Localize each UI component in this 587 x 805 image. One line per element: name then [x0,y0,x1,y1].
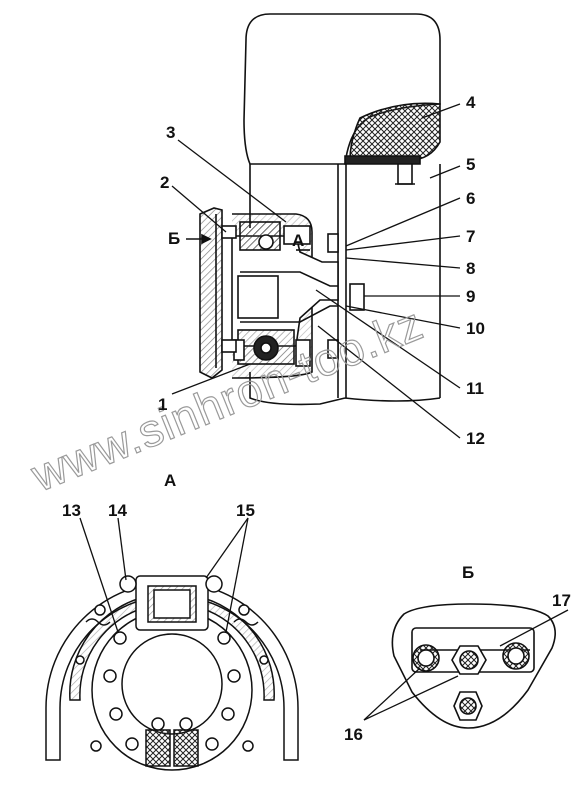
tyre-lower-body [249,164,441,406]
marker-b-label: Б [168,229,180,248]
callout-13: 13 [62,501,81,520]
hub-opening [121,633,223,735]
mounting-bolts [75,604,269,752]
callout-1: 1 [158,395,167,414]
callout-15: 15 [236,501,255,520]
leader-lines-top [171,103,461,439]
callout-11: 11 [466,379,484,398]
callout-9: 9 [466,287,475,306]
rim-flange [344,155,421,165]
tyre-bead-section [349,102,441,161]
hex-nut-bottom [453,691,483,721]
view-b-nut-plate [391,603,556,729]
callout-16: 16 [344,725,363,744]
axle-cap [237,275,279,319]
upper-adjuster [258,234,274,250]
callout-2: 2 [160,173,169,192]
callout-5: 5 [466,155,475,174]
view-a-brake-assembly [45,575,299,771]
callout-3: 3 [166,123,175,142]
adjuster-springs [145,717,199,767]
marker-a-label: А [292,231,304,250]
watermark-text: www.sinhron-too.kz [23,297,430,502]
hex-nut-right [502,642,530,670]
callout-17: 17 [552,591,571,610]
backplate-clamp [221,225,237,239]
section-b-title: Б [462,563,474,582]
rim-bolt [397,164,413,185]
return-spring-left [85,618,111,626]
hex-nut-left [412,644,440,672]
upper-caliper-a [283,225,311,245]
callout-10: 10 [466,319,485,338]
side-section-view [186,13,441,406]
callout-12: 12 [466,429,485,448]
leader-lines-a [79,517,249,633]
callout-7: 7 [466,227,475,246]
return-spring-right [233,618,259,626]
callout-4: 4 [466,93,476,112]
section-a-title: А [164,471,176,490]
hub-bolt-lower [327,339,339,359]
callout-labels: 3 2 Б А 1 4 5 6 7 8 9 10 11 12 А 13 14 1… [62,93,571,744]
hex-nut-center [451,645,487,675]
backplate-cover [199,207,223,379]
axle-shaft [240,271,338,323]
callout-8: 8 [466,259,475,278]
plate-outline [391,603,556,729]
callout-6: 6 [466,189,475,208]
hub-bolt-upper [327,233,339,253]
hub-nut-9 [349,283,365,311]
lower-bracket [295,339,311,367]
callout-14: 14 [108,501,127,520]
leader-lines-b [363,609,569,721]
